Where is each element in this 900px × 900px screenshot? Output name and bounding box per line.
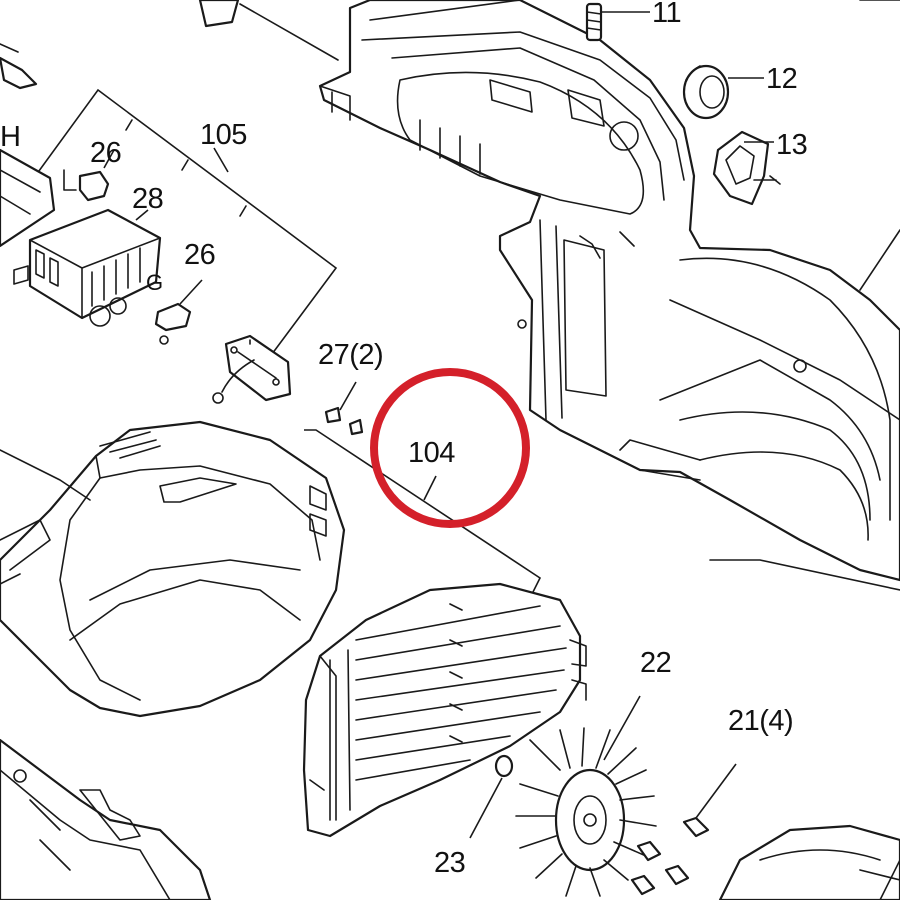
callout-11: 11 (652, 0, 681, 29)
part-23-washer (469, 754, 514, 839)
highlight-circle (370, 368, 530, 528)
callout-26-lower: 26 (184, 239, 215, 271)
part-11-screw (585, 2, 650, 42)
part-12-ring (682, 64, 764, 120)
part-104-group (304, 429, 542, 599)
part-motor-bottom-right (718, 824, 900, 900)
callout-26-upper: 26 (90, 137, 121, 169)
callout-28: 28 (132, 183, 163, 215)
part-left-clip (0, 43, 38, 90)
part-handle-bottom-left (0, 738, 212, 900)
callout-23: 23 (434, 847, 465, 879)
part-27-screws (324, 381, 364, 436)
part-main-housing (318, 0, 900, 591)
callout-21: 21(4) (728, 705, 793, 737)
part-motor-cover (0, 420, 346, 718)
part-left-edge-housing (0, 148, 56, 248)
callout-fragment-g: G (146, 270, 163, 295)
callout-22: 22 (640, 647, 671, 679)
callout-105: 105 (200, 119, 247, 151)
callout-104: 104 (408, 437, 455, 469)
part-105-group (13, 88, 338, 404)
callout-12: 12 (766, 63, 797, 95)
callout-13: 13 (776, 129, 807, 161)
callout-27: 27(2) (318, 339, 383, 371)
part-vent-grille (302, 582, 587, 838)
part-22-fan (515, 695, 657, 897)
part-21-screws (630, 763, 737, 896)
part-top-left-bracket (198, 0, 339, 61)
part-13-bracket (712, 130, 781, 206)
callout-fragment-h: H (0, 121, 20, 153)
